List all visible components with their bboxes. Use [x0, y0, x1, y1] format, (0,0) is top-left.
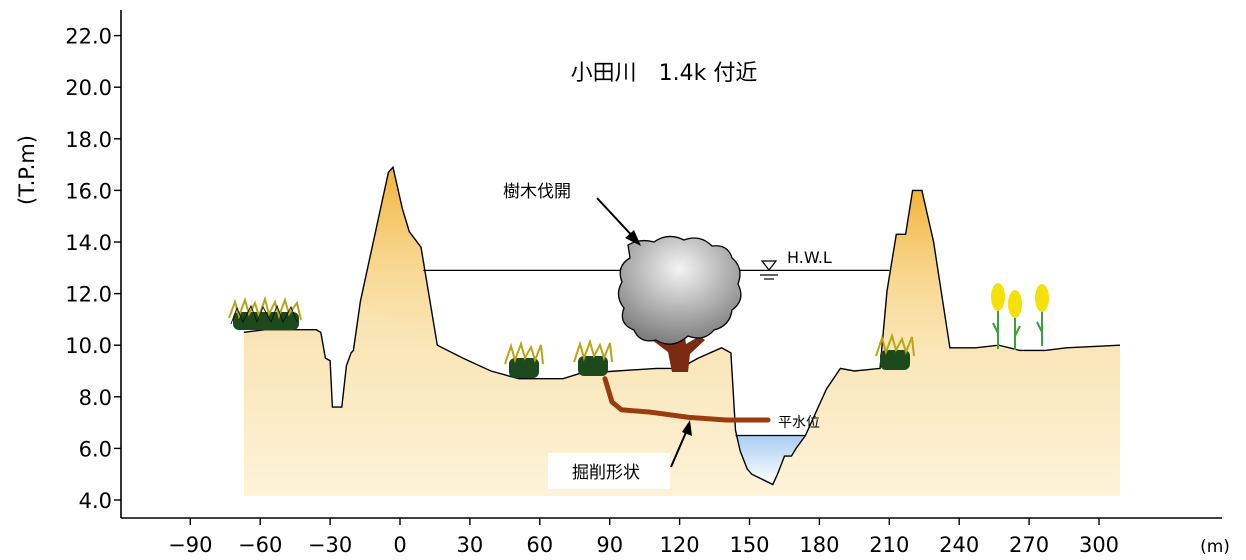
tree-to-clear-icon [617, 235, 742, 372]
y-tick-label: 6.0 [79, 437, 112, 461]
x-tick-label: 120 [660, 533, 700, 557]
normal-water-body [735, 435, 806, 485]
tree-clearing-label: 樹木伐開 [503, 182, 571, 202]
x-tick-label: 30 [457, 533, 484, 557]
chart-title: 小田川 1.4k 付近 [571, 61, 758, 86]
y-tick-label: 10.0 [65, 334, 112, 358]
shrub-icons [228, 295, 915, 378]
x-axis-unit: (m) [1200, 537, 1230, 557]
flower-icon [991, 283, 1005, 349]
shrub-icon [228, 295, 302, 330]
x-tick-label: 270 [1009, 533, 1049, 557]
ground-profile-line [243, 165, 1121, 486]
x-tick-label: −90 [168, 533, 212, 557]
y-tick-label: 20.0 [65, 76, 112, 100]
x-tick-label: −60 [238, 533, 282, 557]
excavation-label: 掘削形状 [572, 463, 640, 483]
tree-clearing-arrow [596, 197, 641, 246]
flower-icons [991, 283, 1049, 350]
right-levee [880, 190, 950, 356]
x-tick-label: −30 [308, 533, 352, 557]
y-tick-label: 4.0 [79, 489, 112, 513]
flower-icon [1008, 290, 1022, 350]
excavation-arrow [670, 420, 692, 468]
shrub-icon [875, 332, 915, 370]
y-tick-label: 22.0 [65, 25, 112, 49]
y-axis-label: (T.P.m) [15, 135, 39, 205]
x-tick-label: 90 [596, 533, 623, 557]
shrub-icon [504, 340, 544, 378]
flower-icon [1035, 284, 1049, 346]
y-tick-label: 14.0 [65, 231, 112, 255]
y-tick-label: 18.0 [65, 128, 112, 152]
y-axis-ticks: 4.0 6.0 8.0 10.0 12.0 14.0 16.0 18.0 20.0 22.0 [65, 25, 121, 513]
x-tick-label: 150 [729, 533, 769, 557]
y-tick-label: 8.0 [79, 386, 112, 410]
y-tick-label: 16.0 [65, 179, 112, 203]
x-tick-label: 60 [526, 533, 553, 557]
x-tick-label: 240 [939, 533, 979, 557]
x-axis-ticks: −90 −60 −30 0 30 60 90 120 150 180 210 240 270 300 [168, 518, 1119, 557]
shrub-icon [573, 338, 613, 376]
x-tick-label: 210 [869, 533, 909, 557]
excavation-label-box [548, 453, 670, 489]
x-tick-label: 0 [393, 533, 406, 557]
left-levee [360, 167, 438, 346]
axes: 4.0 6.0 8.0 10.0 12.0 14.0 16.0 18.0 20.0 22.0 −9… [15, 10, 1230, 557]
excavation-shape-line [602, 376, 771, 423]
normal-water-level-label: 平水位 [778, 415, 820, 431]
x-tick-label: 300 [1079, 533, 1119, 557]
hwl-label: H.W.L [787, 248, 832, 267]
hwl-marker-icon [760, 260, 778, 280]
y-tick-label: 12.0 [65, 283, 112, 307]
x-tick-label: 180 [799, 533, 839, 557]
